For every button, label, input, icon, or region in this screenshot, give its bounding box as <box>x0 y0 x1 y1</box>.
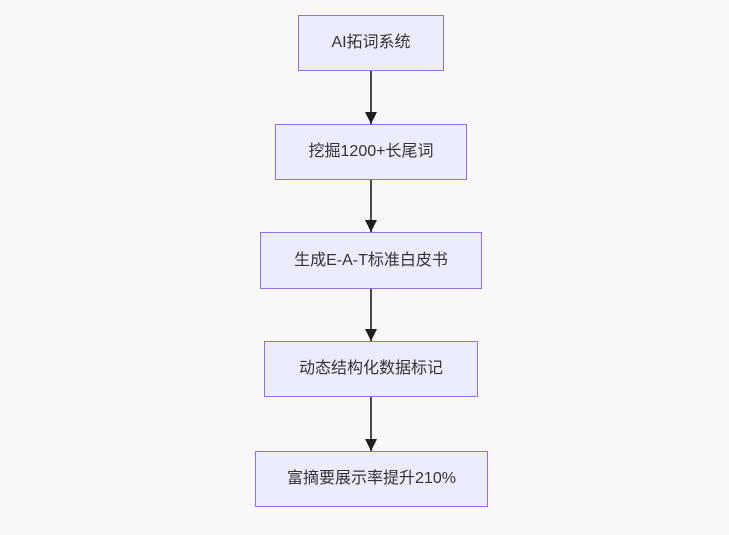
flow-node-longtail-keywords: 挖掘1200+长尾词 <box>275 124 467 180</box>
flow-node-structured-data: 动态结构化数据标记 <box>264 341 478 397</box>
edge-arrow-2 <box>365 180 377 232</box>
edge-arrow-3 <box>365 289 377 341</box>
flow-node-ai-word-expansion: AI拓词系统 <box>298 15 444 71</box>
edge-arrow-4 <box>365 397 377 451</box>
flow-node-rich-snippet-result: 富摘要展示率提升210% <box>255 451 488 507</box>
flow-node-eat-whitepaper: 生成E-A-T标准白皮书 <box>260 232 482 289</box>
edge-arrow-1 <box>365 71 377 124</box>
